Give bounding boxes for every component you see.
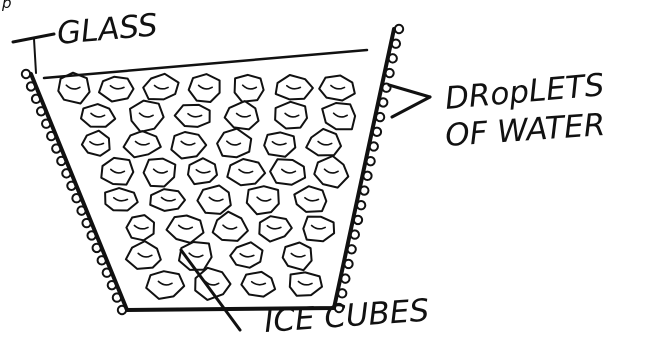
- ice-cube-shading: [223, 225, 237, 229]
- ice-cube-shading: [179, 225, 193, 229]
- ice-cube: [58, 73, 89, 104]
- water-droplet: [388, 54, 396, 62]
- ice-cube-shading: [110, 86, 124, 89]
- ice-cube-shading: [298, 282, 312, 285]
- ice-cube-shading: [199, 85, 213, 89]
- ice-cube-shading: [237, 114, 251, 117]
- ice-cube-shading: [111, 169, 125, 173]
- water-droplet: [338, 289, 346, 297]
- water-droplet: [357, 201, 365, 209]
- ice-cube-shading: [240, 254, 254, 257]
- water-droplet: [363, 172, 371, 180]
- water-droplet: [22, 70, 30, 78]
- ice-cube-shading: [181, 141, 195, 145]
- ice-cube: [101, 158, 133, 185]
- water-droplet: [341, 274, 349, 282]
- ice-cubes-pointer: [181, 250, 240, 330]
- ice-cube-shading: [325, 169, 339, 173]
- ice-cube-shading: [162, 198, 176, 201]
- ice-cube-shading: [196, 170, 210, 173]
- ice-cube-shading: [272, 142, 286, 145]
- ice-cube-shading: [134, 226, 148, 229]
- ice-cube-shading: [285, 113, 299, 117]
- ice-cube-shading: [209, 197, 223, 201]
- ice-cube-shading: [318, 142, 332, 145]
- glass-outline: [31, 29, 394, 310]
- ice-cube-shading: [252, 282, 266, 285]
- ice-cube-shading: [136, 142, 150, 145]
- ice-cubes-label: ICE CUBES: [263, 293, 430, 336]
- left-water-droplets: [22, 70, 126, 314]
- ice-cube: [213, 212, 248, 241]
- water-droplet: [354, 216, 362, 224]
- water-droplet: [360, 186, 368, 194]
- ice-cube-shading: [90, 142, 104, 145]
- ice-cube-shading: [334, 113, 348, 117]
- ice-cube-shading: [114, 198, 128, 201]
- ice-cube: [82, 131, 110, 156]
- ice-cube-shading: [158, 281, 172, 285]
- ice-cube-shading: [267, 226, 281, 229]
- water-droplet: [385, 69, 393, 77]
- ice-cube: [275, 102, 307, 129]
- droplets-leader-lower: [392, 97, 430, 117]
- ice-cube: [225, 101, 259, 129]
- water-droplet: [376, 113, 384, 121]
- water-droplet: [382, 84, 390, 92]
- ice-cube-shading: [140, 113, 154, 117]
- ice-cube: [126, 241, 161, 269]
- ice-cube-shading: [331, 86, 345, 89]
- ice-cube-shading: [66, 85, 80, 89]
- water-droplet: [373, 128, 381, 136]
- ice-cube-shading: [189, 253, 203, 257]
- top-cut-text: p: [1, 0, 12, 12]
- ice-cube-shading: [287, 86, 301, 89]
- water-droplet: [347, 245, 355, 253]
- ice-cube: [314, 156, 348, 188]
- ice-cube-shading: [188, 114, 202, 117]
- water-droplet: [379, 98, 387, 106]
- droplets-leader-upper: [389, 85, 430, 97]
- ice-cube-shading: [305, 198, 319, 201]
- ice-cube-shading: [282, 169, 296, 173]
- ice-cube-shading: [312, 226, 326, 229]
- ice-cube-shading: [155, 86, 169, 89]
- ice-cube: [81, 104, 115, 127]
- glass-label: GLASS: [56, 7, 160, 52]
- water-droplet: [395, 25, 403, 33]
- ice-cube-shading: [239, 170, 253, 173]
- ice-cube-shading: [291, 254, 305, 257]
- ice-cube-shading: [227, 141, 241, 145]
- water-droplet: [370, 142, 378, 150]
- ice-cube: [306, 129, 341, 156]
- water-droplet: [392, 39, 400, 47]
- ice-cube: [143, 74, 178, 100]
- ice-cube: [276, 75, 313, 99]
- glass-pointer-tick: [34, 39, 36, 73]
- ice-cube-shading: [154, 169, 168, 173]
- ice-cube-shading: [138, 253, 152, 257]
- water-droplet: [351, 230, 359, 238]
- ice-cubes-cluster: [58, 73, 355, 300]
- ice-cube: [217, 129, 251, 158]
- ice-cube-shading: [243, 85, 257, 89]
- ice-cube: [294, 186, 326, 212]
- ice-cube-shading: [257, 197, 271, 201]
- ice-cube: [188, 158, 217, 184]
- water-droplet: [366, 157, 374, 165]
- ice-cube: [126, 215, 154, 240]
- ice-cube: [105, 188, 138, 210]
- ice-cube: [230, 242, 262, 267]
- ice-cube-shading: [91, 113, 105, 117]
- water-droplet: [344, 260, 352, 268]
